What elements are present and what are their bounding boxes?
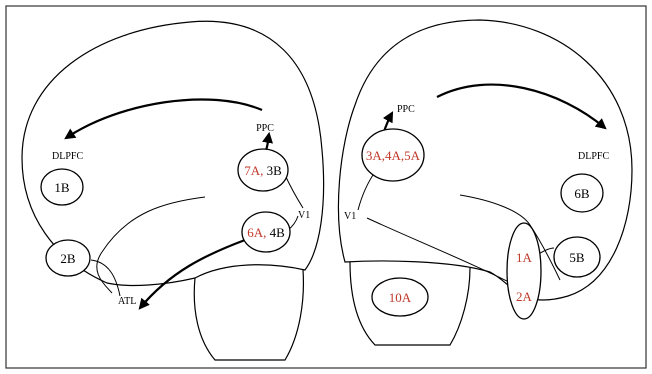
- right-hemisphere: PPC DLPFC V1 3A,4A,5A 6B 5B 1A 2A 10A: [338, 20, 632, 345]
- left-arrow-ppc-to-dlpfc: [66, 99, 262, 138]
- left-arrow-to-ppc: [266, 134, 269, 150]
- svg-text:7A, 3B: 7A, 3B: [244, 163, 282, 178]
- right-region-2a-label: 2A: [516, 289, 533, 304]
- left-region-6a-label: 6A,: [247, 225, 266, 240]
- left-label-ppc: PPC: [256, 123, 274, 134]
- right-region-10a-label: 10A: [389, 290, 412, 305]
- right-label-ppc: PPC: [397, 104, 415, 115]
- left-region-2b-label: 2B: [60, 251, 76, 266]
- right-label-dlpfc: DLPFC: [578, 151, 609, 162]
- right-connector-v1: [358, 172, 375, 210]
- right-region-1a-label: 1A: [516, 250, 533, 265]
- right-label-v1: V1: [344, 211, 356, 222]
- svg-text:1B: 1B: [54, 180, 70, 195]
- left-label-atl: ATL: [118, 296, 136, 307]
- frame-border: [6, 6, 646, 368]
- right-region-6b-label: 6B: [574, 186, 590, 201]
- left-brainstem: [194, 270, 303, 360]
- svg-text:2B: 2B: [60, 251, 76, 266]
- right-region-1a-2a: [507, 223, 541, 319]
- left-label-v1: V1: [298, 210, 310, 221]
- left-region-3b-label: 3B: [263, 163, 282, 178]
- left-region-4b-label: 4B: [266, 225, 285, 240]
- left-hemisphere: PPC DLPFC V1 ATL 1B 2B 7A, 3B 6A, 4B: [22, 21, 324, 360]
- svg-text:6A, 4B: 6A, 4B: [247, 225, 285, 240]
- left-arrow-to-atl: [140, 240, 245, 308]
- right-arrow-ppc-to-dlpfc: [437, 85, 605, 128]
- right-region-3a-4a-5a-label: 3A,4A,5A: [366, 148, 421, 163]
- right-region-5b-label: 5B: [569, 250, 585, 265]
- left-connector-3b-v1: [285, 175, 303, 208]
- left-region-7a-label: 7A,: [244, 163, 263, 178]
- left-label-dlpfc: DLPFC: [52, 151, 83, 162]
- left-sulcus: [97, 197, 205, 293]
- left-region-1b-label: 1B: [54, 180, 70, 195]
